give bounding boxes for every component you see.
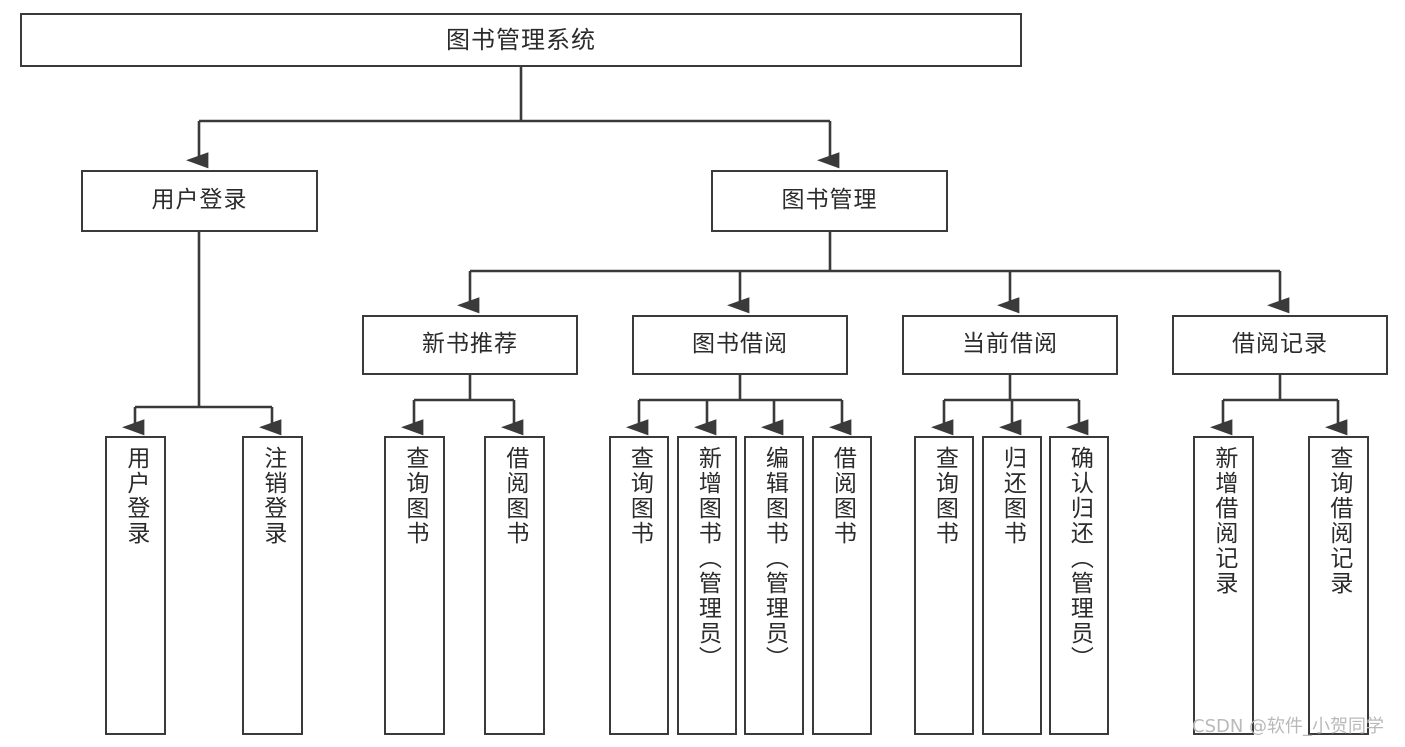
node-leaf-query-record-label: 查询借阅记录 [1325,446,1352,596]
node-book-management[interactable]: 图书管理 [711,170,948,232]
node-leaf-borrow-book-2-label: 借阅图书 [829,446,856,546]
node-leaf-query-record[interactable]: 查询借阅记录 [1308,436,1369,735]
node-leaf-add-book-label: 新增图书（管理员） [694,446,721,671]
node-current-borrow-label: 当前借阅 [962,331,1058,358]
node-leaf-edit-book[interactable]: 编辑图书（管理员） [744,436,804,735]
node-user-login[interactable]: 用户登录 [81,170,318,232]
node-borrow-record-label: 借阅记录 [1232,331,1328,358]
node-leaf-borrow-book-1[interactable]: 借阅图书 [484,436,545,735]
node-book-management-label: 图书管理 [781,187,878,214]
node-leaf-add-record-label: 新增借阅记录 [1210,446,1237,596]
node-leaf-query-book-3[interactable]: 查询图书 [914,436,974,735]
node-leaf-confirm-return[interactable]: 确认归还（管理员） [1049,436,1109,735]
csdn-watermark: CSDN @软件_小贺同学 [1192,716,1385,737]
node-borrow-record[interactable]: 借阅记录 [1172,315,1388,375]
node-user-login-label: 用户登录 [151,187,248,214]
node-leaf-edit-book-label: 编辑图书（管理员） [761,446,788,671]
node-book-borrow-label: 图书借阅 [692,331,788,358]
node-leaf-query-book-2-label: 查询图书 [626,446,653,546]
node-leaf-borrow-book-1-label: 借阅图书 [501,446,528,546]
node-current-borrow[interactable]: 当前借阅 [902,315,1118,375]
node-root-label: 图书管理系统 [446,25,596,54]
node-leaf-user-login[interactable]: 用户登录 [105,436,166,735]
node-leaf-borrow-book-2[interactable]: 借阅图书 [812,436,872,735]
node-leaf-confirm-return-label: 确认归还（管理员） [1066,446,1093,671]
node-root[interactable]: 图书管理系统 [20,13,1022,67]
node-new-book-recommend[interactable]: 新书推荐 [362,315,578,375]
node-new-book-recommend-label: 新书推荐 [422,331,518,358]
node-leaf-query-book-3-label: 查询图书 [931,446,958,546]
node-leaf-user-login-label: 用户登录 [122,446,149,546]
node-book-borrow[interactable]: 图书借阅 [632,315,848,375]
node-leaf-query-book-2[interactable]: 查询图书 [609,436,669,735]
node-leaf-logout-login[interactable]: 注销登录 [242,436,303,735]
node-leaf-return-book-label: 归还图书 [999,446,1026,546]
node-leaf-add-book[interactable]: 新增图书（管理员） [677,436,737,735]
node-leaf-logout-login-label: 注销登录 [259,446,286,546]
node-leaf-query-book-1-label: 查询图书 [401,446,428,546]
node-leaf-return-book[interactable]: 归还图书 [982,436,1042,735]
node-leaf-query-book-1[interactable]: 查询图书 [384,436,445,735]
node-leaf-add-record[interactable]: 新增借阅记录 [1193,436,1254,735]
